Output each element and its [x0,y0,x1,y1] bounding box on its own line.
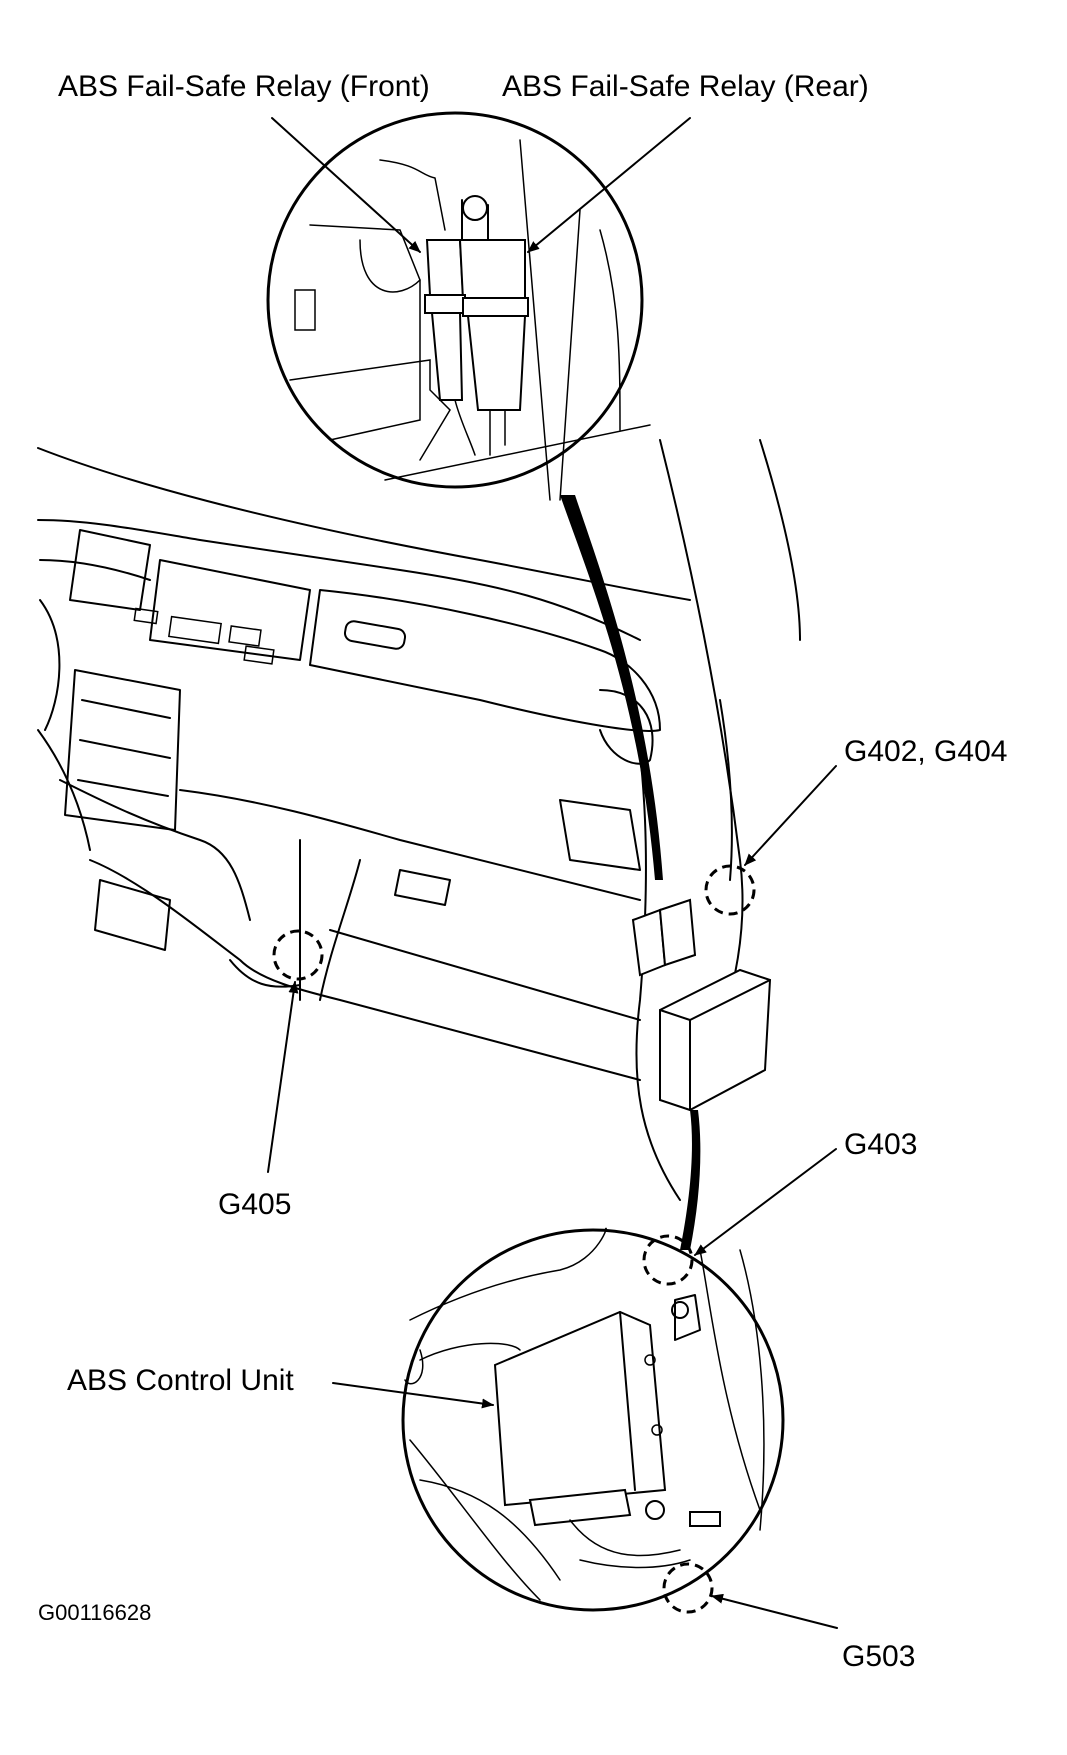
arrow-g405 [267,981,299,1173]
relay-pair [631,898,697,977]
label-relay-front: ABS Fail-Safe Relay (Front) [58,70,430,103]
abs-control-unit-box [659,968,772,1112]
arrow-g403 [694,1148,837,1256]
ground-circle-g405 [272,929,324,981]
ground-circle-g403 [642,1234,694,1286]
leader-band-control-unit [680,1110,701,1250]
arrow-relay-rear [527,117,691,253]
figure-id-code: G00116628 [38,1600,152,1625]
control-unit-detail-circle [401,1227,785,1612]
arrow-g402-g404 [744,765,837,866]
label-abs-control-unit: ABS Control Unit [67,1364,294,1397]
label-g402-g404: G402, G404 [844,735,1008,768]
arrow-g503 [711,1593,838,1629]
ground-circle-g503 [662,1562,714,1614]
label-g403: G403 [844,1128,918,1161]
relay-detail-circle [266,111,651,501]
label-g405: G405 [218,1188,292,1221]
label-relay-rear: ABS Fail-Safe Relay (Rear) [502,70,869,103]
ground-circle-g402-g404 [704,864,756,916]
arrow-relay-front [271,117,421,253]
arrow-abs-control-unit [332,1382,494,1409]
leader-band-relays [560,495,663,880]
label-g503: G503 [842,1640,916,1673]
